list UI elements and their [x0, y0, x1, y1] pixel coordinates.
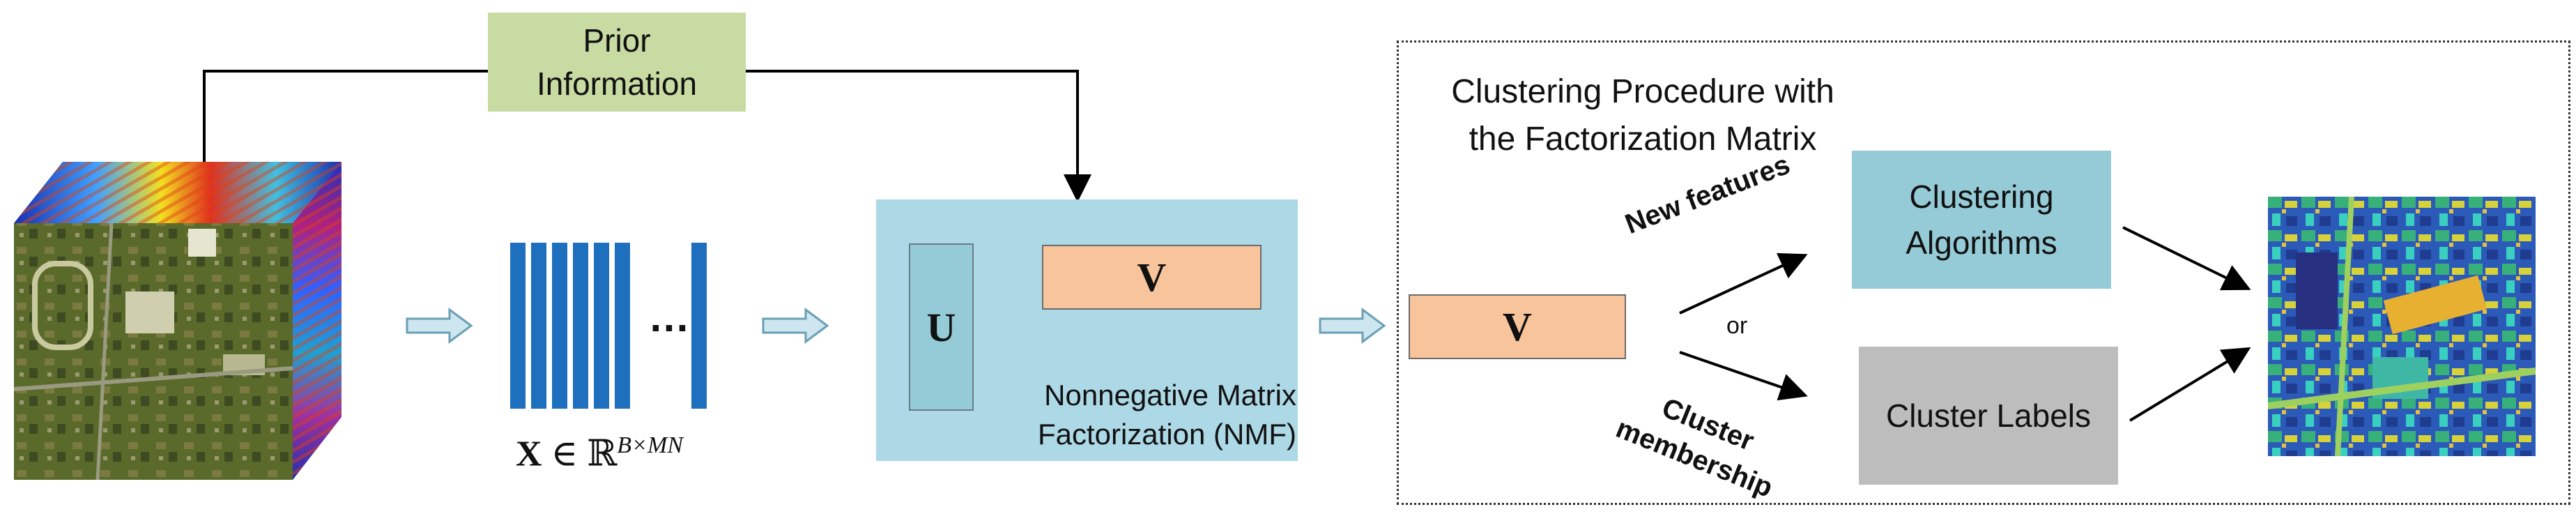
or-label: or	[1726, 312, 1748, 339]
prior-right-connector	[746, 70, 1091, 202]
formula-superscript: B×MN	[617, 432, 683, 458]
nmf-title-line2: Factorization (NMF)	[1037, 418, 1296, 451]
procedure-title-line1: Clustering Procedure with	[1451, 73, 1834, 110]
column-bar	[615, 243, 630, 409]
nmf-title-line1: Nonnegative Matrix	[1044, 379, 1296, 411]
column-bar	[573, 243, 588, 409]
hyperspectral-cube-image	[14, 162, 342, 481]
membership-arrow	[1679, 351, 1808, 401]
column-bar	[691, 243, 707, 409]
clustering-algorithms-box: Clustering Algorithms	[1852, 151, 2111, 289]
v-feature-box: V	[1409, 294, 1626, 359]
clustering-procedure-title: Clustering Procedure with the Factorizat…	[1423, 67, 1862, 165]
cluster-labels-text: Cluster Labels	[1885, 398, 2092, 434]
formula-field: ℝ	[587, 434, 618, 474]
column-bar	[510, 243, 526, 409]
flow-arrow-1	[406, 308, 473, 344]
clustering-result-map-image	[2268, 197, 2536, 456]
v-label: V	[1137, 255, 1167, 300]
flow-arrow-3	[1319, 308, 1386, 344]
column-bar	[552, 243, 567, 409]
column-bar	[594, 243, 609, 409]
data-matrix-columns	[510, 243, 707, 409]
v-matrix-box: V	[1042, 245, 1262, 310]
prior-line1: Prior	[583, 22, 651, 59]
procedure-title-line2: the Factorization Matrix	[1469, 121, 1817, 158]
clustering-procedure-frame	[1397, 40, 2570, 505]
nmf-title: Nonnegative Matrix Factorization (NMF)	[1004, 377, 1296, 453]
cluster-labels-box: Cluster Labels	[1859, 347, 2118, 485]
algorithms-line2: Algorithms	[1906, 225, 2057, 261]
algorithms-line1: Clustering	[1909, 179, 2054, 215]
prior-left-connector	[203, 70, 488, 164]
columns-ellipsis: …	[648, 294, 690, 340]
u-matrix-box: U	[909, 243, 974, 411]
algorithms-to-map-arrow	[2122, 226, 2251, 291]
prior-line2: Information	[536, 66, 698, 102]
flow-arrow-2	[762, 308, 829, 344]
data-matrix-formula: X ∈ ℝB×MN	[516, 432, 683, 474]
prior-information-box: Prior Information	[488, 13, 746, 112]
column-bar	[531, 243, 546, 409]
u-label: U	[926, 304, 956, 350]
labels-to-map-arrow	[2129, 347, 2251, 422]
formula-relation: ∈	[551, 434, 578, 474]
formula-symbol: X	[516, 434, 542, 474]
new-features-arrow	[1679, 252, 1808, 315]
v-feature-label: V	[1503, 304, 1532, 349]
